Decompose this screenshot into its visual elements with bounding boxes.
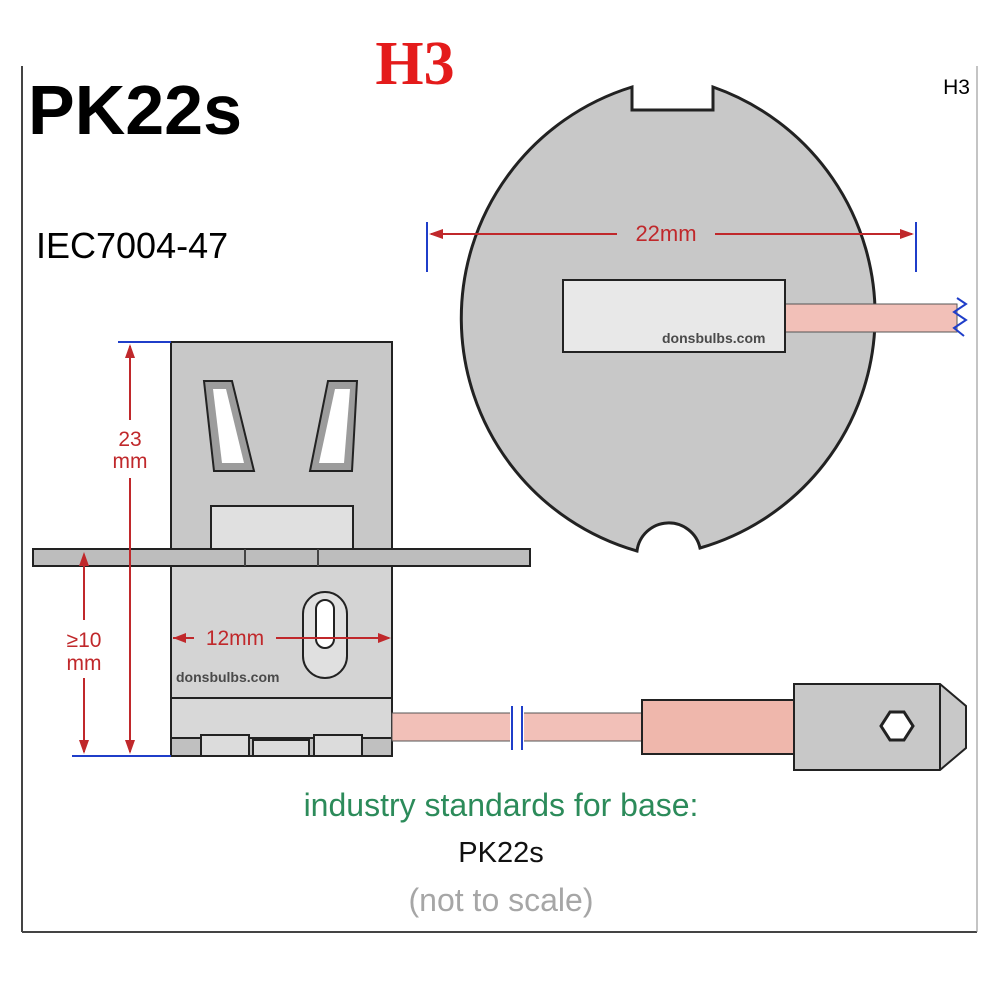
terminal-crimp bbox=[641, 699, 795, 755]
min-dimension bbox=[79, 552, 89, 754]
height-unit: mm bbox=[113, 450, 148, 473]
caption-line-3: (not to scale) bbox=[409, 882, 594, 918]
corner-tag: H3 bbox=[943, 76, 970, 99]
left-slot-inner bbox=[213, 389, 244, 463]
height-dimension bbox=[72, 341, 171, 757]
terminal-hole bbox=[879, 710, 915, 742]
bulb-type-header: H3 bbox=[375, 30, 454, 98]
panel-frame bbox=[21, 66, 978, 933]
height-value: 23 bbox=[118, 428, 141, 451]
width-dimension bbox=[173, 633, 391, 643]
watermark-side: donsbulbs.com bbox=[176, 669, 279, 685]
lead-wire-break bbox=[952, 297, 968, 337]
standard-label: IEC7004-47 bbox=[36, 225, 228, 266]
bottom-plate bbox=[170, 697, 393, 739]
slot-hole-inner bbox=[315, 599, 335, 649]
width-label: 12mm bbox=[206, 627, 264, 650]
watermark-top: donsbulbs.com bbox=[662, 330, 765, 346]
min-unit: mm bbox=[67, 652, 102, 675]
diameter-dimension bbox=[426, 222, 917, 272]
caption-line-2: PK22s bbox=[458, 837, 543, 869]
flange bbox=[32, 548, 531, 567]
contact-block-top bbox=[562, 279, 786, 353]
base-lower-body bbox=[170, 565, 393, 699]
center-tab bbox=[210, 505, 354, 557]
min-value: ≥10 bbox=[67, 629, 102, 652]
caption-line-1: industry standards for base: bbox=[304, 787, 699, 823]
lead-wire-top bbox=[784, 303, 958, 333]
diameter-label: 22mm bbox=[635, 221, 696, 246]
panel-title: PK22s bbox=[28, 71, 242, 149]
right-slot-inner bbox=[319, 389, 350, 463]
